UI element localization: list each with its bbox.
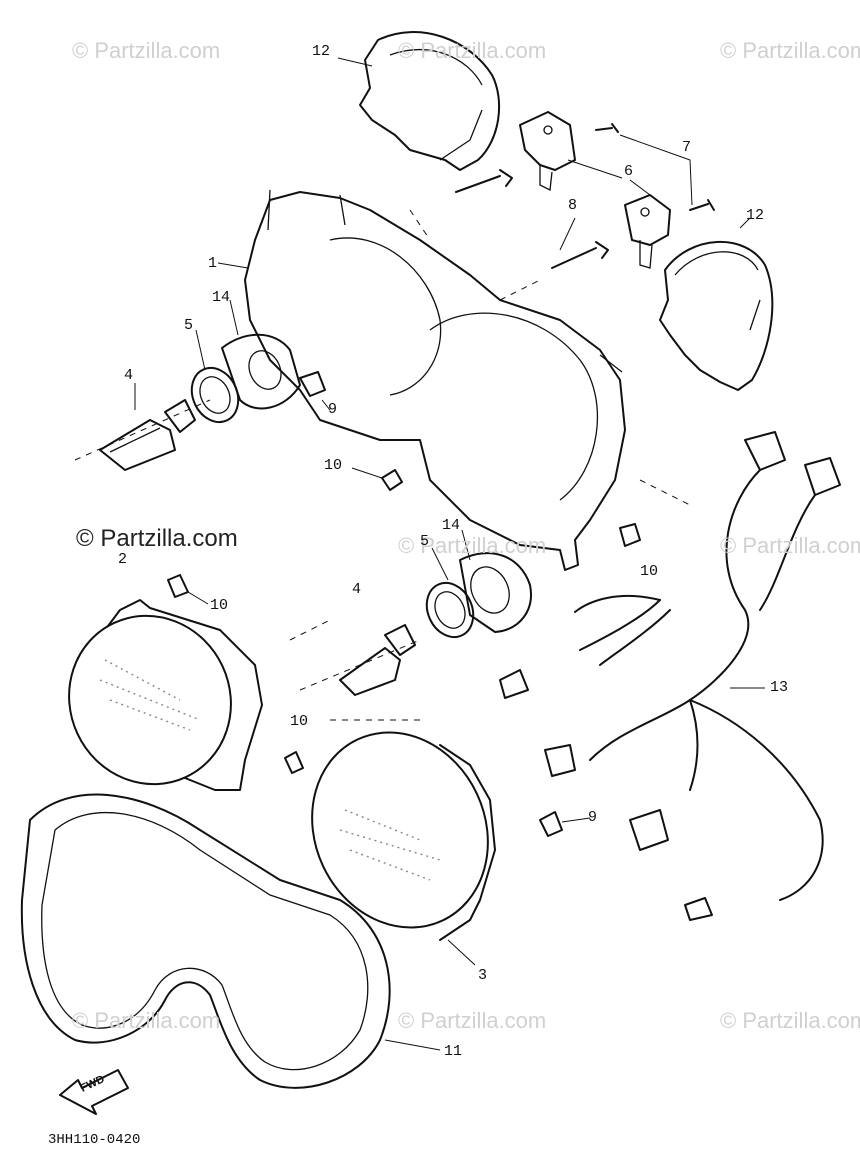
callout-1: 1 [208,255,218,272]
callout-10: 10 [640,563,659,580]
callout-6: 6 [624,163,634,180]
part-2-headlight-left [68,599,263,791]
callout-10: 10 [210,597,229,614]
callout-10: 10 [324,457,343,474]
watermark: © Partzilla.com [398,38,547,63]
callout-3: 3 [478,967,488,984]
upper-bulb-assembly [99,299,331,471]
part-7-8-bolts [455,123,715,269]
callout-12: 12 [312,43,331,60]
watermark: © Partzilla.com [720,533,860,558]
part-13-wire-harness [499,431,841,921]
grommet-9-lower [539,811,591,837]
part-11-rim [20,793,441,1089]
callout-14: 14 [212,289,231,306]
watermark: © Partzilla.com [72,38,221,63]
lower-bulb-assembly [339,529,532,696]
watermark: © Partzilla.com [720,38,860,63]
callout-13: 13 [770,679,789,696]
part-1-housing [217,189,626,571]
watermark: © Partzilla.com [398,1008,547,1033]
part-12-cover-right [659,217,774,391]
watermark: © Partzilla.com [72,1008,221,1033]
grommets-10 [167,467,641,774]
callout-5: 5 [420,533,430,550]
watermark: © Partzilla.com [76,525,238,552]
part-3-headlight-right [311,731,496,966]
callout-9: 9 [328,401,338,418]
watermark: © Partzilla.com [398,533,547,558]
callout-10: 10 [290,713,309,730]
callout-4: 4 [352,581,362,598]
watermark: © Partzilla.com [720,1008,860,1033]
diagram-code: 3HH110-0420 [48,1132,141,1148]
callout-4: 4 [124,367,134,384]
callout-2: 2 [118,551,128,568]
fwd-arrow [59,1069,129,1115]
part-12-cover-left [337,31,501,171]
callout-11: 11 [444,1043,463,1060]
callout-14: 14 [442,517,461,534]
callout-5: 5 [184,317,194,334]
callout-8: 8 [568,197,578,214]
callout-7: 7 [682,139,692,156]
part-6-brackets [519,111,671,269]
callout-12: 12 [746,207,765,224]
callout-9: 9 [588,809,598,826]
